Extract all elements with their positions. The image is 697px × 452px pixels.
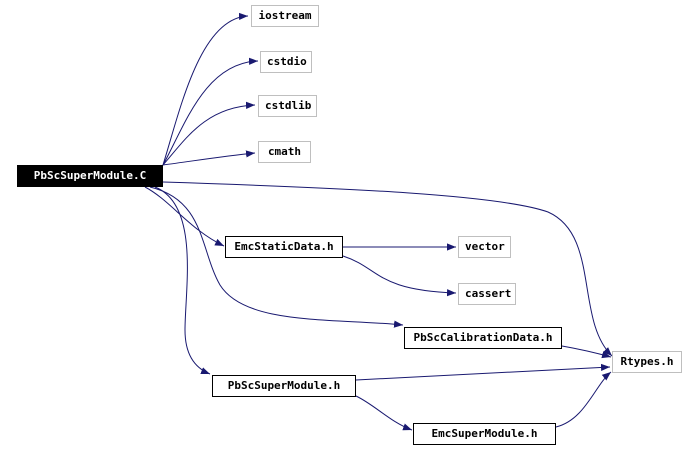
node-cassert[interactable]: cassert xyxy=(458,283,516,305)
edge-calib-rtypes xyxy=(561,345,612,359)
node-iostream[interactable]: iostream xyxy=(251,5,319,27)
edge-root-cstdlib xyxy=(162,101,256,166)
node-pbsc-super-module-h[interactable]: PbScSuperModule.h xyxy=(212,375,356,397)
node-cstdio[interactable]: cstdio xyxy=(260,51,312,73)
edge-root-rtypes xyxy=(162,181,613,357)
node-emc-super-module[interactable]: EmcSuperModule.h xyxy=(413,423,556,445)
node-emc-static-data[interactable]: EmcStaticData.h xyxy=(225,236,343,258)
edge-root-calib xyxy=(149,186,404,328)
node-vector[interactable]: vector xyxy=(458,236,511,258)
edge-root-pbscsuper xyxy=(154,186,211,375)
edge-emcstatic-cassert xyxy=(342,255,457,297)
edge-root-cstdio xyxy=(162,57,259,166)
edge-root-iostream xyxy=(162,12,249,166)
node-cstdlib[interactable]: cstdlib xyxy=(258,95,317,117)
node-root-file: PbScSuperModule.C xyxy=(17,165,163,187)
edge-emcsuper-rtypes xyxy=(555,371,612,428)
node-cmath[interactable]: cmath xyxy=(258,141,311,163)
edge-pbscsuper-rtypes xyxy=(355,363,611,381)
node-rtypes[interactable]: Rtypes.h xyxy=(612,351,682,373)
node-pbsc-calibration-data[interactable]: PbScCalibrationData.h xyxy=(404,327,562,349)
edge-pbscsuper-emcsuper xyxy=(355,395,413,431)
edge-root-emcstatic xyxy=(144,186,225,247)
edge-root-cmath xyxy=(162,150,256,166)
